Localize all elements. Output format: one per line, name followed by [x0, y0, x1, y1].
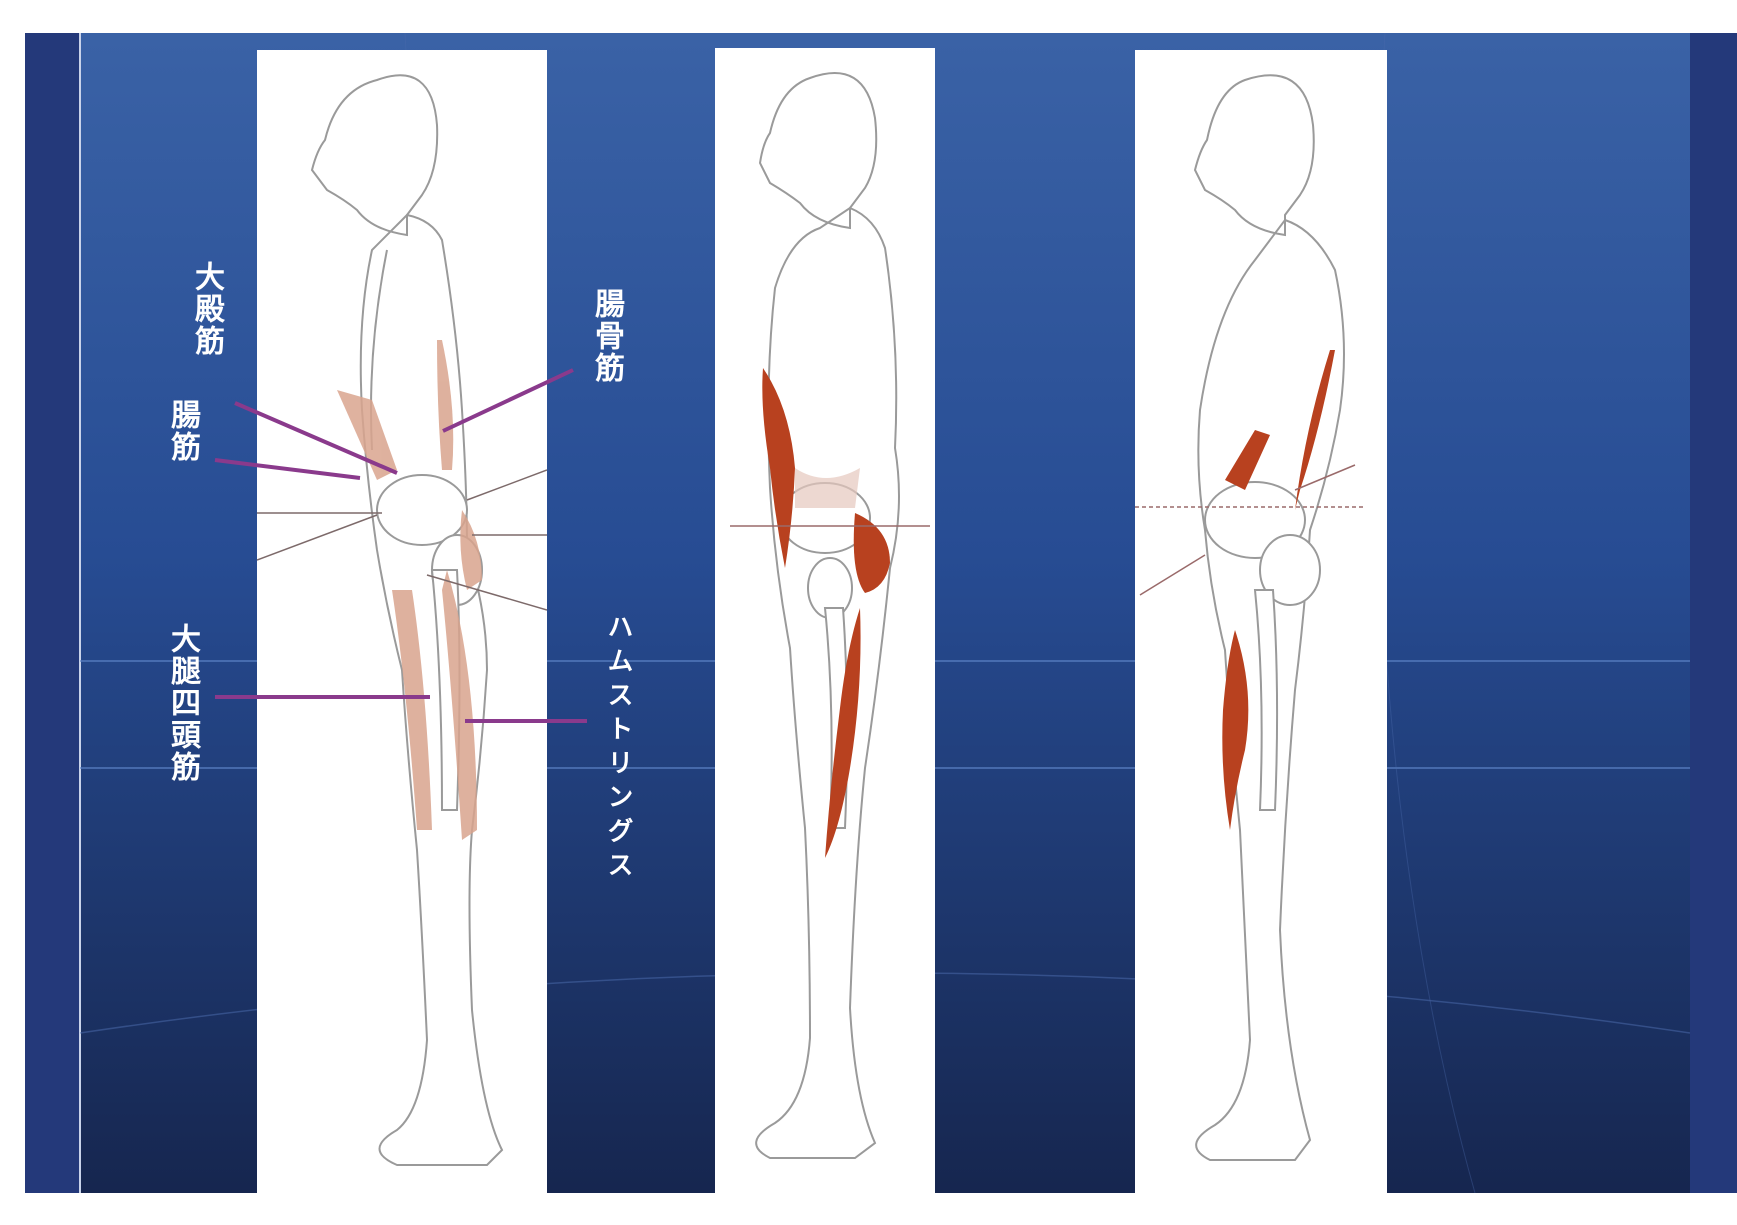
slide-background: 大殿筋 腸筋 腸骨筋 大腿四頭筋 ハムストリングス — [25, 33, 1737, 1193]
label-hamstrings: ハムストリングス — [601, 613, 635, 885]
iliacus-muscle-shape — [437, 340, 453, 470]
back-muscle-dark — [1295, 350, 1335, 510]
iliopsoas-muscle-dark — [1225, 430, 1270, 490]
label-gluteus-maximus: 大殿筋 — [189, 261, 223, 357]
anatomy-figure-3 — [1135, 50, 1387, 1193]
figure-panel-2 — [715, 48, 935, 1193]
figure-panel-1 — [257, 50, 547, 1193]
label-iliacus: 腸骨筋 — [589, 288, 623, 384]
figure-panel-3 — [1135, 50, 1387, 1193]
anatomy-figure-1 — [257, 50, 547, 1193]
label-psoas: 腸筋 — [165, 399, 199, 463]
gluteal-muscle-dark — [854, 513, 890, 593]
anatomy-figure-2 — [715, 48, 935, 1193]
label-quadriceps: 大腿四頭筋 — [165, 623, 199, 783]
